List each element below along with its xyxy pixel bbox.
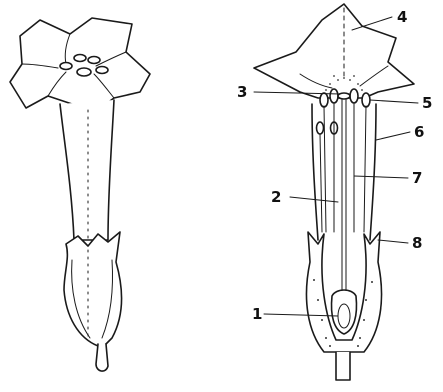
label-8: 8 [412, 234, 422, 252]
section-pedicel [336, 352, 350, 380]
section-filaments [320, 104, 366, 232]
whole-flower-corolla [10, 18, 150, 114]
whole-flower-corolla-tube [60, 100, 114, 240]
leader-line-6 [376, 132, 410, 140]
section-style [342, 100, 346, 300]
whole-flower-drawing [10, 18, 150, 371]
label-3: 3 [237, 83, 247, 101]
leader-line-2 [290, 197, 338, 202]
leader-line-8 [378, 240, 408, 243]
label-5: 5 [422, 94, 432, 112]
label-6: 6 [414, 123, 424, 141]
leader-line-7 [354, 176, 408, 178]
label-7: 7 [412, 169, 422, 187]
label-1: 1 [252, 305, 262, 323]
label-2: 2 [271, 188, 281, 206]
leader-line-5 [370, 100, 418, 103]
section-ovary [332, 290, 357, 334]
label-4: 4 [397, 8, 407, 26]
whole-flower-pedicel [96, 344, 108, 371]
